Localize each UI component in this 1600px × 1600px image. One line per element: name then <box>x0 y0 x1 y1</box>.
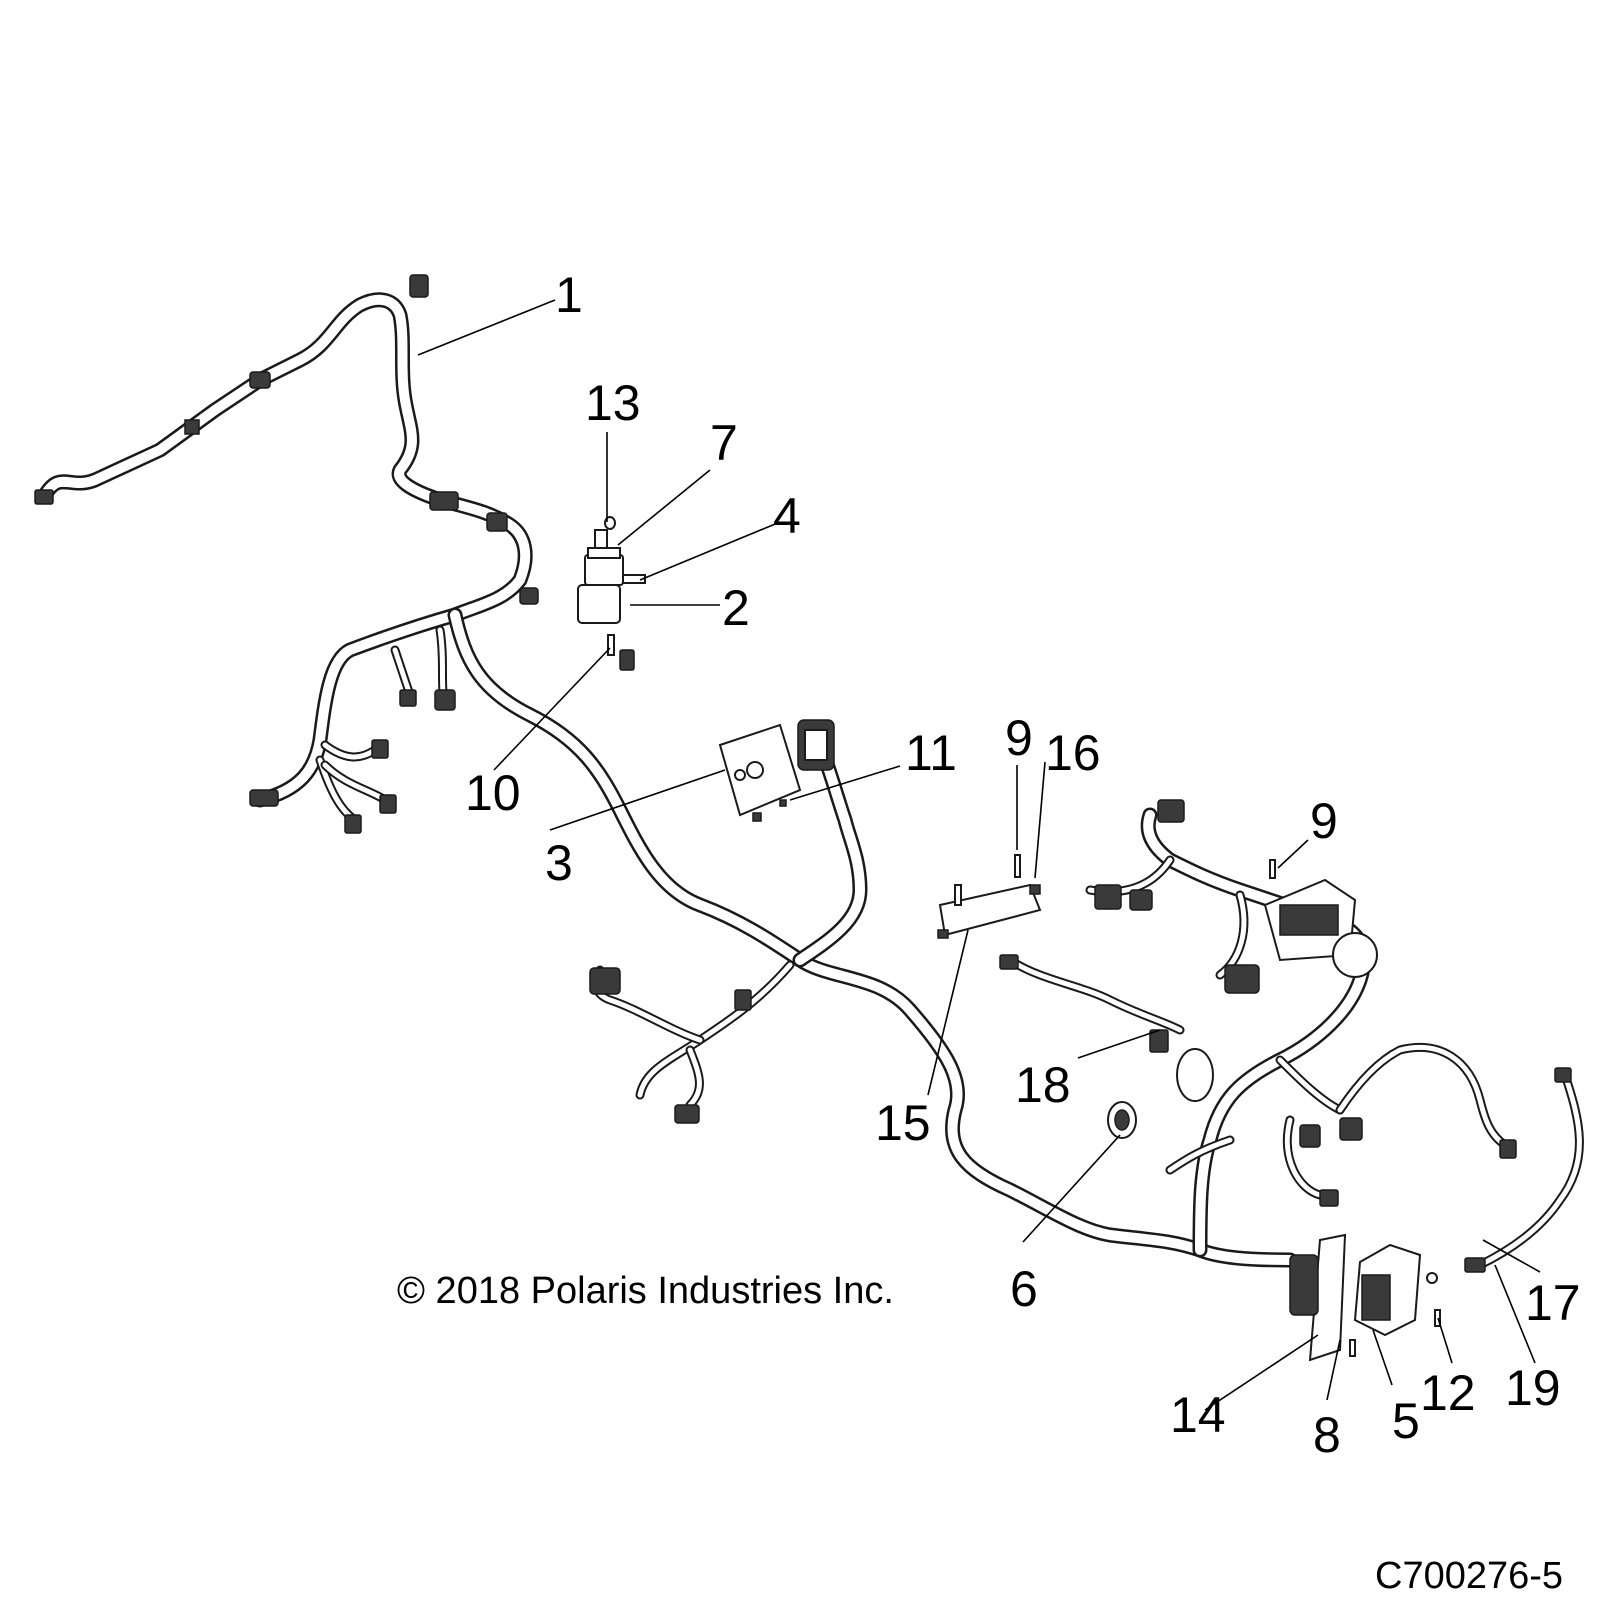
callout-6: 6 <box>1010 1261 1038 1317</box>
callout-1: 1 <box>555 267 583 323</box>
callout-10: 10 <box>465 765 521 821</box>
callout-8: 8 <box>1313 1407 1341 1463</box>
regulator-and-bracket <box>1176 1048 1441 1362</box>
copyright-notice: © 2018 Polaris Industries Inc. <box>397 1270 894 1312</box>
callout-2: 2 <box>722 580 750 636</box>
callout-3: 3 <box>545 835 573 891</box>
callout-9-upper: 9 <box>1005 710 1033 766</box>
callout-9-right: 9 <box>1310 793 1338 849</box>
callout-7: 7 <box>710 415 738 471</box>
grommet <box>1107 1101 1137 1139</box>
callout-18: 18 <box>1015 1057 1071 1113</box>
ecu-module <box>718 719 835 822</box>
drawing-id: C700276-5 <box>1375 1555 1563 1597</box>
callout-12: 12 <box>1420 1365 1476 1421</box>
harness-connectors <box>34 274 1572 1273</box>
callout-15: 15 <box>875 1095 931 1151</box>
callout-13: 13 <box>585 375 641 431</box>
callout-11: 11 <box>905 725 957 781</box>
callout-labels: 1 2 3 4 5 6 7 8 9 9 10 11 12 13 14 15 16… <box>465 267 1581 1463</box>
callout-4: 4 <box>773 488 801 544</box>
relay-assembly <box>577 516 646 656</box>
callout-5: 5 <box>1392 1393 1420 1449</box>
mounting-bracket <box>937 854 1042 939</box>
callout-14: 14 <box>1170 1387 1226 1443</box>
callout-17: 17 <box>1525 1275 1581 1331</box>
callout-19: 19 <box>1505 1360 1561 1416</box>
leader-lines <box>417 299 1541 1411</box>
fuse-box <box>1263 859 1378 978</box>
callout-16: 16 <box>1045 725 1101 781</box>
